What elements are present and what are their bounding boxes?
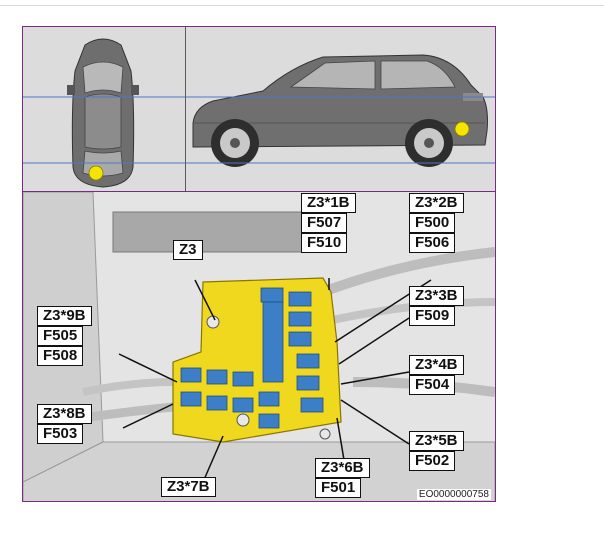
location-marker-top [89, 166, 103, 180]
diagram-frame: Z3 Z3*1B F507 F510 Z3*2B F500 F506 Z3*3B… [22, 26, 496, 502]
label-f507: F507 [301, 213, 347, 233]
label-f504: F504 [409, 375, 455, 395]
label-f502: F502 [409, 451, 455, 471]
label-z3-4b: Z3*4B [409, 355, 464, 375]
label-f505: F505 [37, 326, 83, 346]
label-z3-3b: Z3*3B [409, 286, 464, 306]
car-top-view [67, 39, 139, 187]
top-rule [0, 5, 604, 6]
label-z3-5b: Z3*5B [409, 431, 464, 451]
reference-code: EO0000000758 [417, 489, 491, 500]
label-z3-9b: Z3*9B [37, 306, 92, 326]
view-divider [185, 27, 186, 191]
location-marker-side [455, 122, 469, 136]
label-z3-2b: Z3*2B [409, 193, 464, 213]
fuse-box-detail-panel: Z3 Z3*1B F507 F510 Z3*2B F500 F506 Z3*3B… [23, 192, 495, 502]
label-f510: F510 [301, 233, 347, 253]
label-f501: F501 [315, 478, 361, 498]
vehicle-location-panel [23, 27, 495, 191]
label-f509: F509 [409, 306, 455, 326]
label-z3-6b: Z3*6B [315, 458, 370, 478]
label-f508: F508 [37, 346, 83, 366]
label-z3-7b: Z3*7B [161, 477, 216, 497]
vehicle-views [23, 27, 495, 191]
label-f506: F506 [409, 233, 455, 253]
label-z3-1b: Z3*1B [301, 193, 356, 213]
label-f503: F503 [37, 424, 83, 444]
label-f500: F500 [409, 213, 455, 233]
car-side-view [193, 55, 488, 167]
label-z3-8b: Z3*8B [37, 404, 92, 424]
label-z3: Z3 [173, 240, 203, 260]
